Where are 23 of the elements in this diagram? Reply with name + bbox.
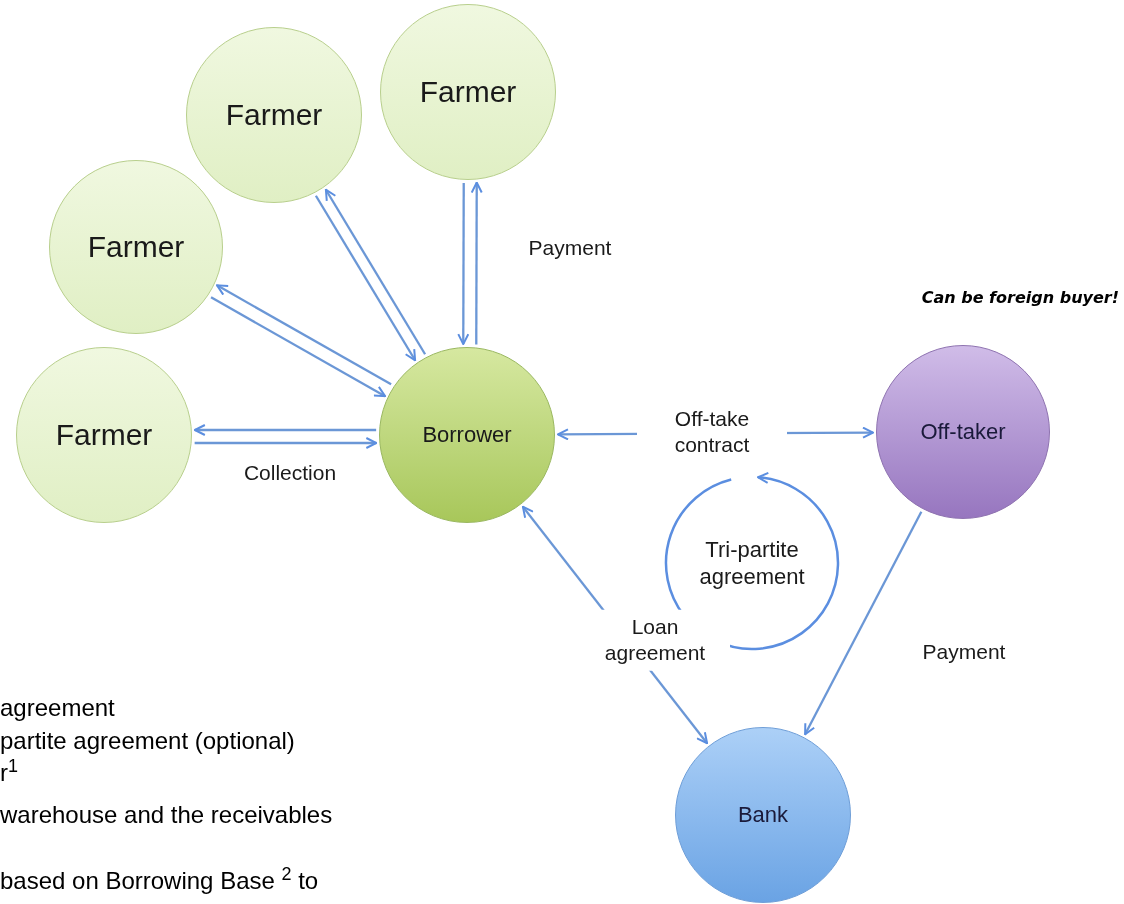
arrow bbox=[470, 181, 483, 345]
node-label: Bank bbox=[736, 801, 790, 829]
node-label: Farmer bbox=[224, 97, 324, 134]
note-text: r$^{1}$ bbox=[0, 758, 18, 788]
note-text: partite agreement (optional) bbox=[0, 726, 295, 756]
arrow bbox=[193, 424, 377, 436]
node-label: Farmer bbox=[86, 229, 186, 266]
node-label: Farmer bbox=[54, 417, 154, 454]
arrow bbox=[210, 296, 387, 398]
node-label: Tri-partite agreement bbox=[698, 535, 806, 591]
arrow bbox=[194, 437, 378, 449]
note-text: agreement bbox=[0, 693, 115, 723]
note-text: based on Borrowing Base $^{2}$ to bbox=[0, 866, 319, 896]
note-text: warehouse and the receivables bbox=[0, 800, 333, 830]
node-label: Farmer bbox=[418, 74, 518, 111]
arrow bbox=[457, 182, 470, 346]
node-label: Borrower bbox=[421, 421, 513, 449]
node-label: Off-taker bbox=[919, 418, 1007, 446]
arrow bbox=[216, 284, 392, 386]
node-note: Can be foreign buyer! bbox=[921, 287, 1119, 309]
arrow bbox=[314, 195, 417, 362]
arrow bbox=[324, 188, 427, 355]
arrow bbox=[804, 511, 923, 736]
